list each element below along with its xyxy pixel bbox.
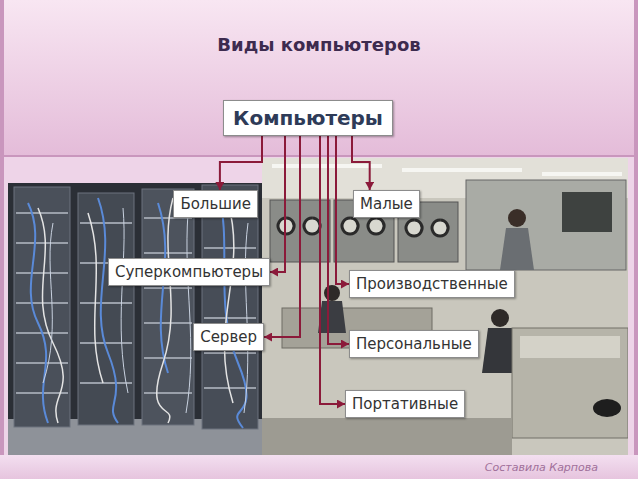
worker-head <box>324 285 340 301</box>
floor <box>262 418 512 455</box>
tape-reels <box>278 218 448 236</box>
connector <box>320 136 345 404</box>
worker-head <box>491 309 509 327</box>
frame-left <box>0 0 4 479</box>
box-text: Большие <box>180 194 251 214</box>
box-text: Персональные <box>356 334 472 354</box>
worker-body <box>318 301 346 333</box>
connector <box>328 136 349 344</box>
connector <box>352 136 370 190</box>
cables <box>28 193 247 428</box>
operator-head <box>508 209 526 227</box>
category-box: Суперкомпьютеры <box>108 258 270 286</box>
rack <box>78 193 134 425</box>
frame-right <box>634 0 638 479</box>
watermark: Составила Карпова <box>485 461 598 474</box>
server-photo <box>8 183 262 455</box>
box-text: Компьютеры <box>233 105 383 131</box>
category-box: Производственные <box>349 270 515 298</box>
box-text: Сервер <box>200 327 257 347</box>
connector <box>336 136 349 284</box>
root-box: Компьютеры <box>223 100 393 136</box>
box-text: Портативные <box>352 394 458 414</box>
console-panel <box>466 180 626 270</box>
console <box>512 328 628 438</box>
connector <box>270 136 285 272</box>
telephone <box>593 399 621 417</box>
photo-ground <box>262 158 628 455</box>
ceiling-lights <box>272 166 622 174</box>
category-box: Портативные <box>345 390 465 418</box>
operator-body <box>500 228 534 270</box>
screen <box>562 192 612 232</box>
title: Виды компьютеров <box>0 34 638 55</box>
box-text: Малые <box>360 194 413 214</box>
category-box: Малые <box>353 190 420 218</box>
category-box: Большие <box>173 190 258 218</box>
category-box: Персональные <box>349 330 479 358</box>
connector <box>264 136 300 337</box>
console-top <box>520 336 620 358</box>
category-box: Сервер <box>193 323 264 351</box>
box-text: Производственные <box>356 274 508 294</box>
connector <box>220 136 262 190</box>
cables <box>43 208 248 413</box>
cables <box>38 198 234 423</box>
box-text: Суперкомпьютеры <box>115 262 263 282</box>
photo-ground <box>8 183 262 455</box>
